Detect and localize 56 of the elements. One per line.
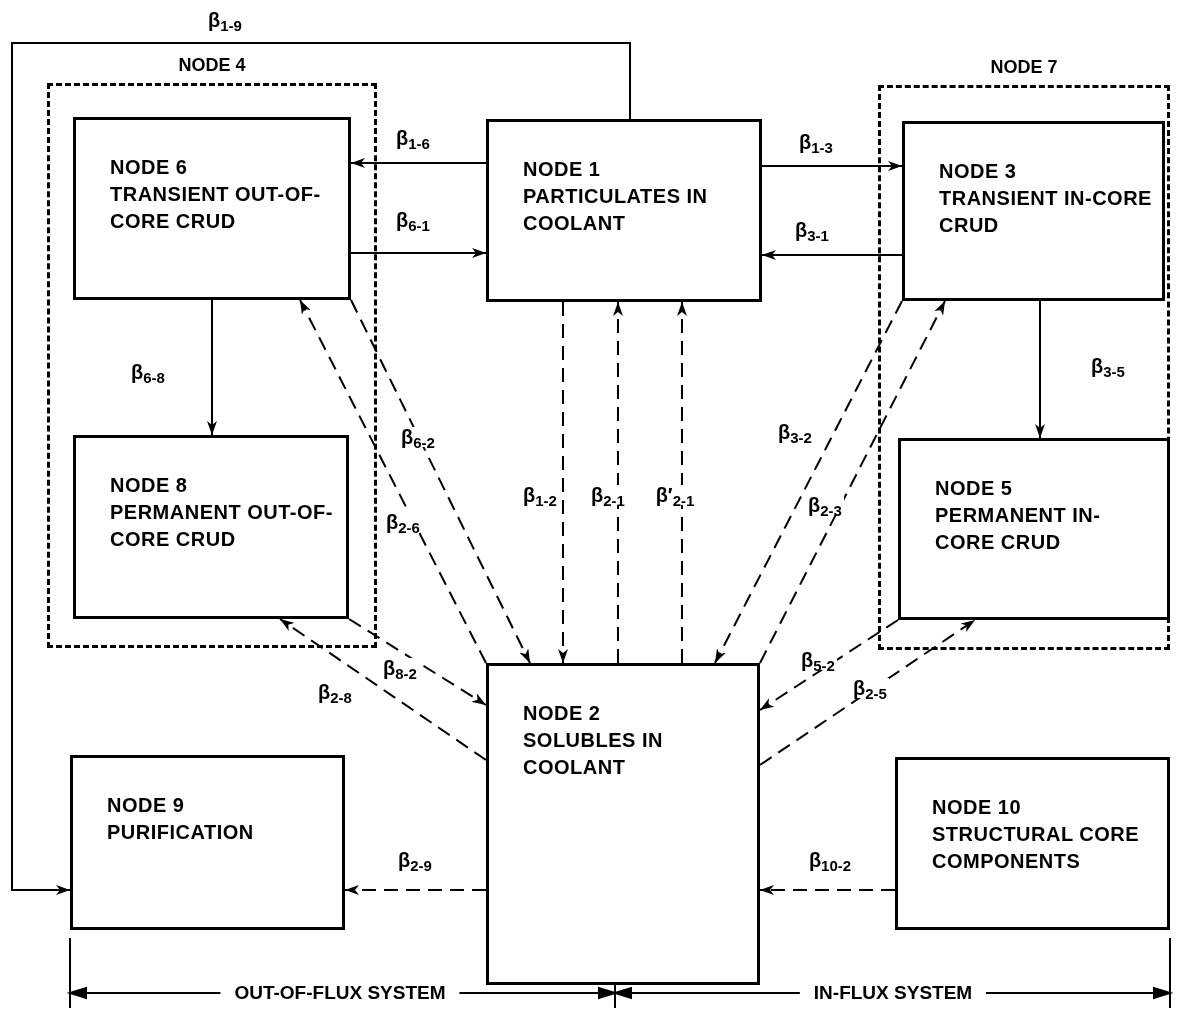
edge-label: β$_{2-8}$: [316, 682, 354, 702]
node-box: [73, 435, 349, 619]
arrow: [759, 300, 946, 664]
edge-label: β$_{3-5}$: [1089, 356, 1127, 376]
arrow: [761, 161, 903, 171]
node-box: [486, 119, 762, 302]
edge-label: β$_{6-2}$: [399, 427, 437, 447]
arrow: [344, 885, 487, 895]
arrow: [350, 248, 487, 258]
node-label: NODE 3 TRANSIENT IN-CORE CRUD: [939, 159, 1153, 238]
node-box: [486, 663, 760, 985]
arrow: [350, 158, 487, 168]
node-box: [70, 755, 345, 930]
arrow: [613, 301, 623, 664]
node-box: [902, 121, 1165, 301]
edge-label: β$_{2-6}$: [384, 512, 422, 532]
edge-label: β$_{1-3}$: [797, 132, 835, 152]
arrow: [714, 300, 903, 664]
edge-label: β$_{3-1}$: [793, 220, 831, 240]
edge-label: β$_{5-2}$: [799, 650, 837, 670]
node-label: NODE 1 PARTICULATES IN COOLANT: [523, 157, 709, 236]
edge-label: β$_{2-5}$: [851, 678, 889, 698]
arrow: [350, 299, 531, 664]
node-label: NODE 10 STRUCTURAL CORE COMPONENTS: [932, 795, 1141, 874]
group-heading: NODE 4: [177, 54, 247, 77]
arrow: [299, 299, 487, 664]
edge-label: β$_{6-1}$: [394, 210, 432, 230]
node-label: NODE 8 PERMANENT OUT-OF-CORE CRUD: [110, 473, 334, 552]
edge-label: β$_{2-9}$: [396, 850, 434, 870]
arrow: [207, 299, 217, 436]
arrow: [279, 618, 487, 761]
node-label: NODE 2 SOLUBLES IN COOLANT: [523, 701, 664, 780]
group-heading: NODE 7: [989, 56, 1059, 79]
arrow: [348, 618, 487, 706]
edge-label: β$_{2-3}$: [806, 495, 844, 515]
arrow: [11, 42, 631, 895]
edge-label: β$_{6-8}$: [129, 362, 167, 382]
arrow: [1035, 300, 1045, 439]
edge-label: β$_{3-2}$: [776, 422, 814, 442]
edge-label: β$_{1-2}$: [521, 485, 559, 505]
arrow: [677, 301, 687, 664]
node-box: [73, 117, 351, 300]
edge-label: β$_{2-1}$: [589, 485, 627, 505]
node-label: NODE 6 TRANSIENT OUT-OF-CORE CRUD: [110, 155, 322, 234]
node-box: [895, 757, 1170, 930]
arrow: [558, 301, 568, 664]
node-label: NODE 9 PURIFICATION: [107, 793, 255, 845]
arrow: [759, 619, 976, 766]
node-label: NODE 5 PERMANENT IN-CORE CRUD: [935, 476, 1102, 555]
edge-label: β$_{1-6}$: [394, 128, 432, 148]
edge-label: β$_{1-9}$: [206, 10, 244, 30]
edge-label: β$_{8-2}$: [381, 658, 419, 678]
arrow: [759, 619, 899, 711]
arrow: [759, 885, 896, 895]
arrow: [761, 250, 903, 260]
node-box: [898, 438, 1170, 620]
